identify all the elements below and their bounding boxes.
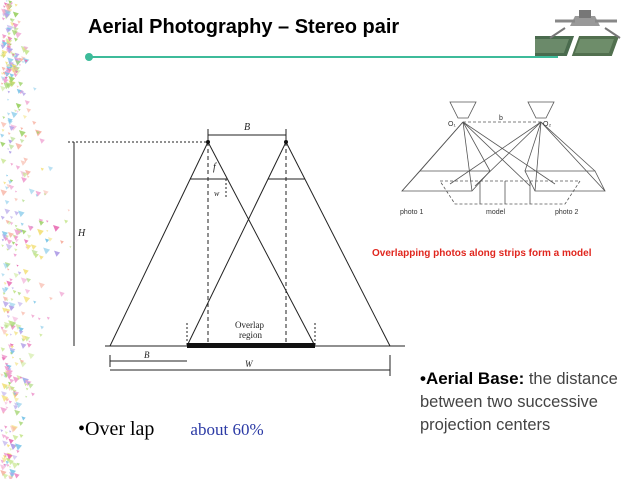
overlap-value: about 60% bbox=[190, 420, 264, 439]
label-w: w bbox=[214, 189, 220, 198]
aerial-base-bullet: •Aerial Base: the distance between two s… bbox=[420, 367, 625, 437]
label-o2: O₂ bbox=[543, 121, 551, 128]
label-model: model bbox=[486, 209, 506, 216]
satellite-logo-image bbox=[535, 10, 621, 56]
left-cone-left-edge bbox=[109, 141, 209, 347]
stereo-model-diagram: O₁ b O₂ photo 1 model photo 2 bbox=[400, 101, 606, 216]
label-W: W bbox=[245, 359, 254, 369]
model-caption: Overlapping photos along strips form a m… bbox=[372, 248, 592, 259]
overlap-label: •Over lap bbox=[78, 418, 155, 440]
overlap-bullet: •Over lap about 60% bbox=[78, 418, 264, 441]
label-H: H bbox=[77, 228, 86, 239]
aerial-base-term: •Aerial Base: bbox=[420, 369, 525, 388]
label-photo2: photo 2 bbox=[555, 209, 578, 216]
label-B-bottom: B bbox=[144, 350, 150, 360]
right-cone-right-edge bbox=[285, 141, 391, 347]
left-cone-right-edge bbox=[207, 141, 316, 347]
label-overlap-line1: Overlap bbox=[235, 320, 264, 330]
stereo-pair-geometry-diagram: B f w H Overlap region B W bbox=[68, 122, 405, 376]
decorative-confetti-border bbox=[0, 0, 72, 479]
title-underline bbox=[88, 56, 558, 58]
aerial-base-definition: the distance between two successive proj… bbox=[420, 370, 618, 434]
overlap-region-bar bbox=[187, 343, 315, 348]
label-o1: O₁ bbox=[448, 121, 456, 128]
label-f: f bbox=[213, 162, 217, 173]
slide-title: Aerial Photography – Stereo pair bbox=[88, 16, 400, 38]
label-b: b bbox=[499, 115, 503, 122]
label-photo1: photo 1 bbox=[400, 209, 423, 216]
right-cone-left-edge bbox=[186, 141, 287, 347]
label-overlap-line2: region bbox=[239, 330, 262, 340]
label-B-top: B bbox=[244, 122, 250, 133]
title-bullet-dot bbox=[85, 53, 93, 61]
